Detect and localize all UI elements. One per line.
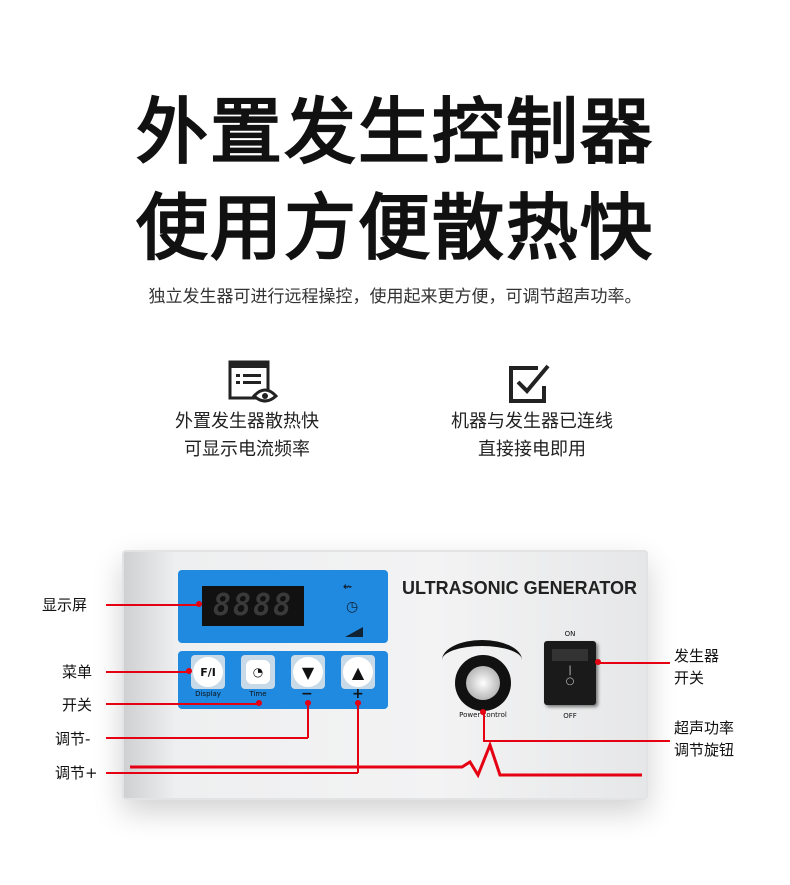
plus-label: +: [352, 686, 364, 702]
callout-line: [598, 662, 670, 664]
timer-icon: ◔: [246, 660, 270, 684]
callout-line: [106, 671, 188, 673]
feature-1-line-1: 外置发生器散热快: [175, 411, 319, 432]
switch-symbols: |○: [565, 665, 575, 687]
time-button[interactable]: ◔: [241, 655, 275, 689]
checkbox-icon: [508, 362, 554, 408]
callout-knob: 超声功率调节旋钮: [674, 717, 734, 761]
time-label: Time: [249, 690, 267, 698]
minus-button[interactable]: ▼: [291, 655, 325, 689]
minus-label: −: [301, 686, 313, 702]
callout-line: [106, 604, 198, 606]
panel-title: ULTRASONIC GENERATOR: [402, 578, 638, 598]
clock-icon: ◷: [346, 599, 359, 615]
callout-line: [483, 712, 485, 741]
callout-line: [483, 740, 670, 742]
callout-screen: 显示屏: [42, 596, 88, 614]
feature-2: 机器与发生器已连线直接接电即用: [402, 408, 662, 464]
knob-arc: [442, 640, 522, 680]
down-arrow-icon: ▼: [293, 657, 323, 687]
switch-on-label: ON: [564, 630, 576, 638]
plus-button[interactable]: ▲: [341, 655, 375, 689]
display-eye-icon: [228, 360, 279, 408]
callout-dot: [256, 700, 262, 706]
feature-1: 外置发生器散热快可显示电流频率: [117, 408, 377, 464]
callout-line: [307, 703, 309, 738]
power-switch[interactable]: |○: [544, 641, 596, 705]
up-arrow-icon: ▲: [343, 657, 373, 687]
callout-dot: [196, 601, 202, 607]
callout-plus: 调节+: [55, 764, 98, 782]
led-display: 8888: [202, 586, 304, 626]
callout-gen-switch-1: 发生器: [674, 647, 720, 665]
power-knob[interactable]: [455, 655, 511, 711]
callout-dot: [186, 668, 192, 674]
feature-1-line-2: 可显示电流频率: [184, 439, 310, 460]
callout-line: [106, 772, 358, 774]
headline-line-2: 使用方便散热快: [135, 186, 654, 270]
knob-cap: [466, 666, 500, 700]
callout-line: [357, 703, 359, 773]
callout-dot: [355, 700, 361, 706]
callout-minus: 调节-: [55, 730, 91, 748]
signal-icon: [345, 622, 365, 641]
callout-gen-switch-2: 开关: [674, 669, 705, 687]
fi-button[interactable]: F/I: [191, 655, 225, 689]
callout-menu: 菜单: [62, 663, 93, 681]
display-label: Display: [195, 690, 221, 698]
wave-icon: ⇜: [343, 580, 353, 593]
feature-2-line-2: 直接接电即用: [478, 439, 586, 460]
callout-dot: [305, 700, 311, 706]
switch-off-label: OFF: [563, 712, 577, 720]
switch-rocker: [552, 649, 588, 661]
callout-power: 开关: [62, 696, 93, 714]
callout-knob-1: 超声功率: [674, 719, 735, 737]
callout-line: [106, 703, 258, 705]
fi-label: F/I: [193, 657, 223, 687]
subtitle: 独立发生器可进行远程操控，使用起来更方便，可调节超声功率。: [148, 287, 642, 307]
callout-gen-switch: 发生器开关: [674, 645, 719, 689]
headline-line-1: 外置发生控制器: [135, 90, 654, 174]
callout-line: [106, 737, 308, 739]
callout-knob-2: 调节旋钮: [674, 741, 735, 759]
feature-2-line-1: 机器与发生器已连线: [451, 411, 613, 432]
